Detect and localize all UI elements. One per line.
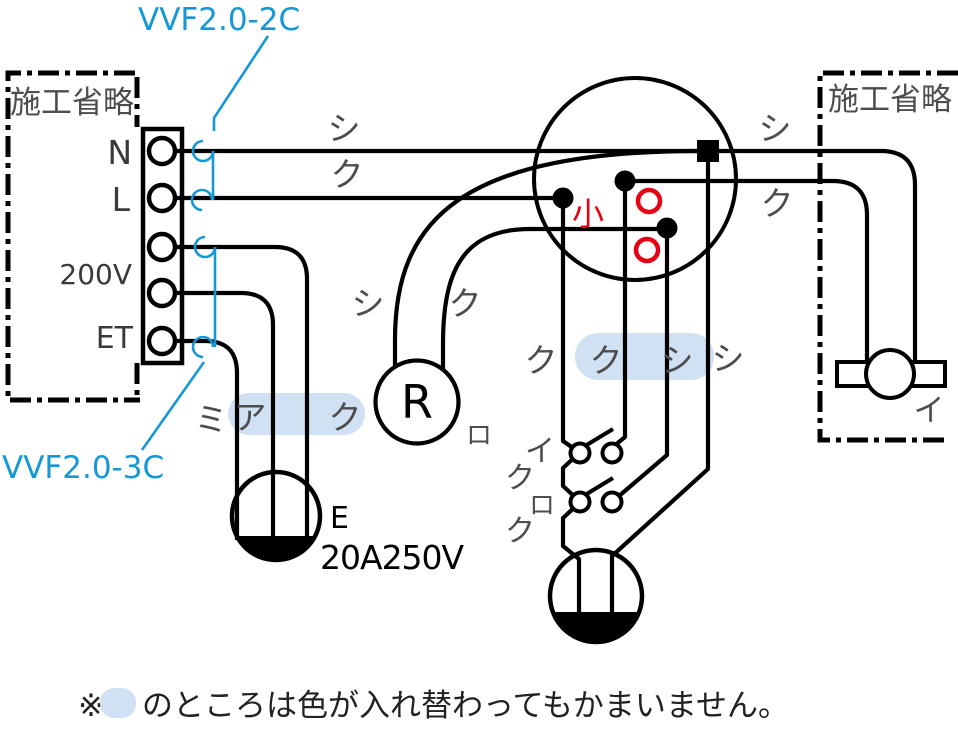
cable-callouts	[140, 35, 270, 451]
sleeve-joint-dot-switch-ro	[656, 217, 678, 239]
wire-color-label-black: ク	[329, 398, 362, 437]
terminal-200v-2	[146, 277, 178, 309]
sleeve-o-stamp-icon-2	[633, 236, 661, 264]
ceiling-lamp-circle	[864, 348, 916, 400]
switch-ro-contact-right	[600, 490, 624, 514]
wire-earth-green	[175, 338, 240, 540]
omitted-construction-boxes	[5, 70, 958, 443]
wire-200v-black	[175, 244, 310, 540]
lamp-receptacle-letter: R	[401, 375, 433, 429]
wire-color-label-l: ク	[331, 155, 364, 194]
terminal-200v-1	[146, 231, 178, 263]
outlet-100v-chord	[551, 612, 641, 643]
color-swap-note: ※ のところは色が入れ替わってもかまいません。	[78, 688, 789, 724]
wire-receptacle-black-to-switch-ro	[440, 226, 663, 369]
wire-color-label-red: ア	[234, 398, 267, 437]
ceiling-lamp-symbol	[835, 348, 947, 400]
connector-square-neutral	[697, 140, 719, 162]
switch-i-contact-right	[600, 441, 624, 465]
terminal-label-200v: 200V	[59, 258, 132, 291]
terminal-label-et: ET	[96, 321, 134, 356]
cable-hook-icon-4	[191, 335, 215, 359]
terminal-et	[146, 325, 178, 357]
circuit-label-switch-i: イ	[525, 434, 555, 469]
terminal-label-l: L	[112, 180, 131, 219]
sleeve-joint-dot-live	[552, 187, 574, 209]
terminal-label-n: N	[107, 133, 132, 172]
wire-receptacle-white-to-neutral	[392, 148, 707, 368]
note-prefix: ※	[78, 688, 104, 724]
outlet-200v-earth-label: E	[330, 501, 349, 536]
switch-ro-symbol	[568, 476, 624, 514]
circuit-label-switch-ro: ロ	[529, 491, 555, 521]
outlet-200v-ground-chord	[235, 536, 317, 562]
highlight-pills	[228, 333, 714, 435]
circuit-label-ceiling-lamp: イ	[914, 393, 945, 429]
wire-color-label-switch-ro-out: シ	[661, 341, 694, 380]
swap-highlight-pill-switchwires	[575, 333, 714, 380]
wire-200v-red	[175, 290, 276, 540]
outlet-200v-symbol	[229, 469, 323, 563]
connection-marks	[552, 140, 719, 264]
wires	[175, 148, 918, 614]
vvf-3c-leader-line	[140, 361, 206, 451]
wire-switch-i-output	[612, 181, 628, 448]
wire-color-label-switch-feed: ク	[525, 341, 558, 380]
wire-neutral-n-to-lamp	[175, 148, 918, 362]
sleeve-o-stamp-icon-1	[635, 187, 663, 215]
switch-i-contact-left	[568, 441, 592, 465]
terminal-n	[146, 135, 178, 167]
cable-label-vvf2c: VVF2.0-2C	[138, 2, 300, 38]
wire-color-label-switch-i-out: ク	[590, 341, 623, 380]
lamp-receptacle-circle	[373, 358, 461, 446]
wire-color-label-r-black: ク	[449, 284, 482, 323]
outlet-100v-symbol	[547, 547, 645, 645]
wire-label-switch-i: ク	[505, 461, 535, 496]
cable-hook-icon-2	[190, 188, 214, 212]
note-highlight-swatch	[100, 688, 136, 718]
left-omitted-box-label: 施工省略	[10, 85, 134, 121]
switch-i-symbol	[568, 427, 624, 465]
wire-color-label-right-black: ク	[761, 184, 794, 223]
wire-label-switch-ro: ク	[505, 514, 535, 549]
wire-color-label-green: ミ	[195, 400, 228, 439]
note-text: のところは色が入れ替わってもかまいません。	[142, 688, 789, 724]
wire-color-label-n: シ	[328, 109, 361, 148]
wire-color-label-outlet-white: シ	[712, 339, 745, 378]
terminal-l	[146, 182, 178, 214]
switch-i-blade	[583, 427, 615, 448]
sleeve-joint-dot-switch-i	[614, 170, 636, 192]
right-omitted-box-label: 施工省略	[828, 82, 952, 118]
sleeve-small-stamp-label: 小	[572, 195, 604, 233]
wire-color-label-right-white: シ	[759, 109, 792, 148]
circuit-label-receptacle-ro: ロ	[466, 421, 492, 451]
swap-highlight-pill-outlet200v	[228, 393, 365, 435]
switch-ro-blade	[583, 476, 615, 497]
wire-neutral-to-outlet	[609, 151, 711, 613]
right-omitted-box-border	[817, 70, 958, 443]
cable-label-vvf3c: VVF2.0-3C	[2, 450, 164, 486]
wire-switch-i-to-lamp	[625, 178, 870, 362]
cable-hook-icon-1	[191, 139, 215, 163]
cable-hook-icon-3	[193, 235, 217, 259]
outlet-200v-rating-label: 20A250V	[320, 538, 465, 577]
wire-color-label-r-white: シ	[352, 284, 385, 323]
wire-switch-ro-output	[617, 228, 670, 498]
switch-ro-contact-left	[568, 490, 592, 514]
vvf-2c-leader-line	[212, 35, 270, 131]
